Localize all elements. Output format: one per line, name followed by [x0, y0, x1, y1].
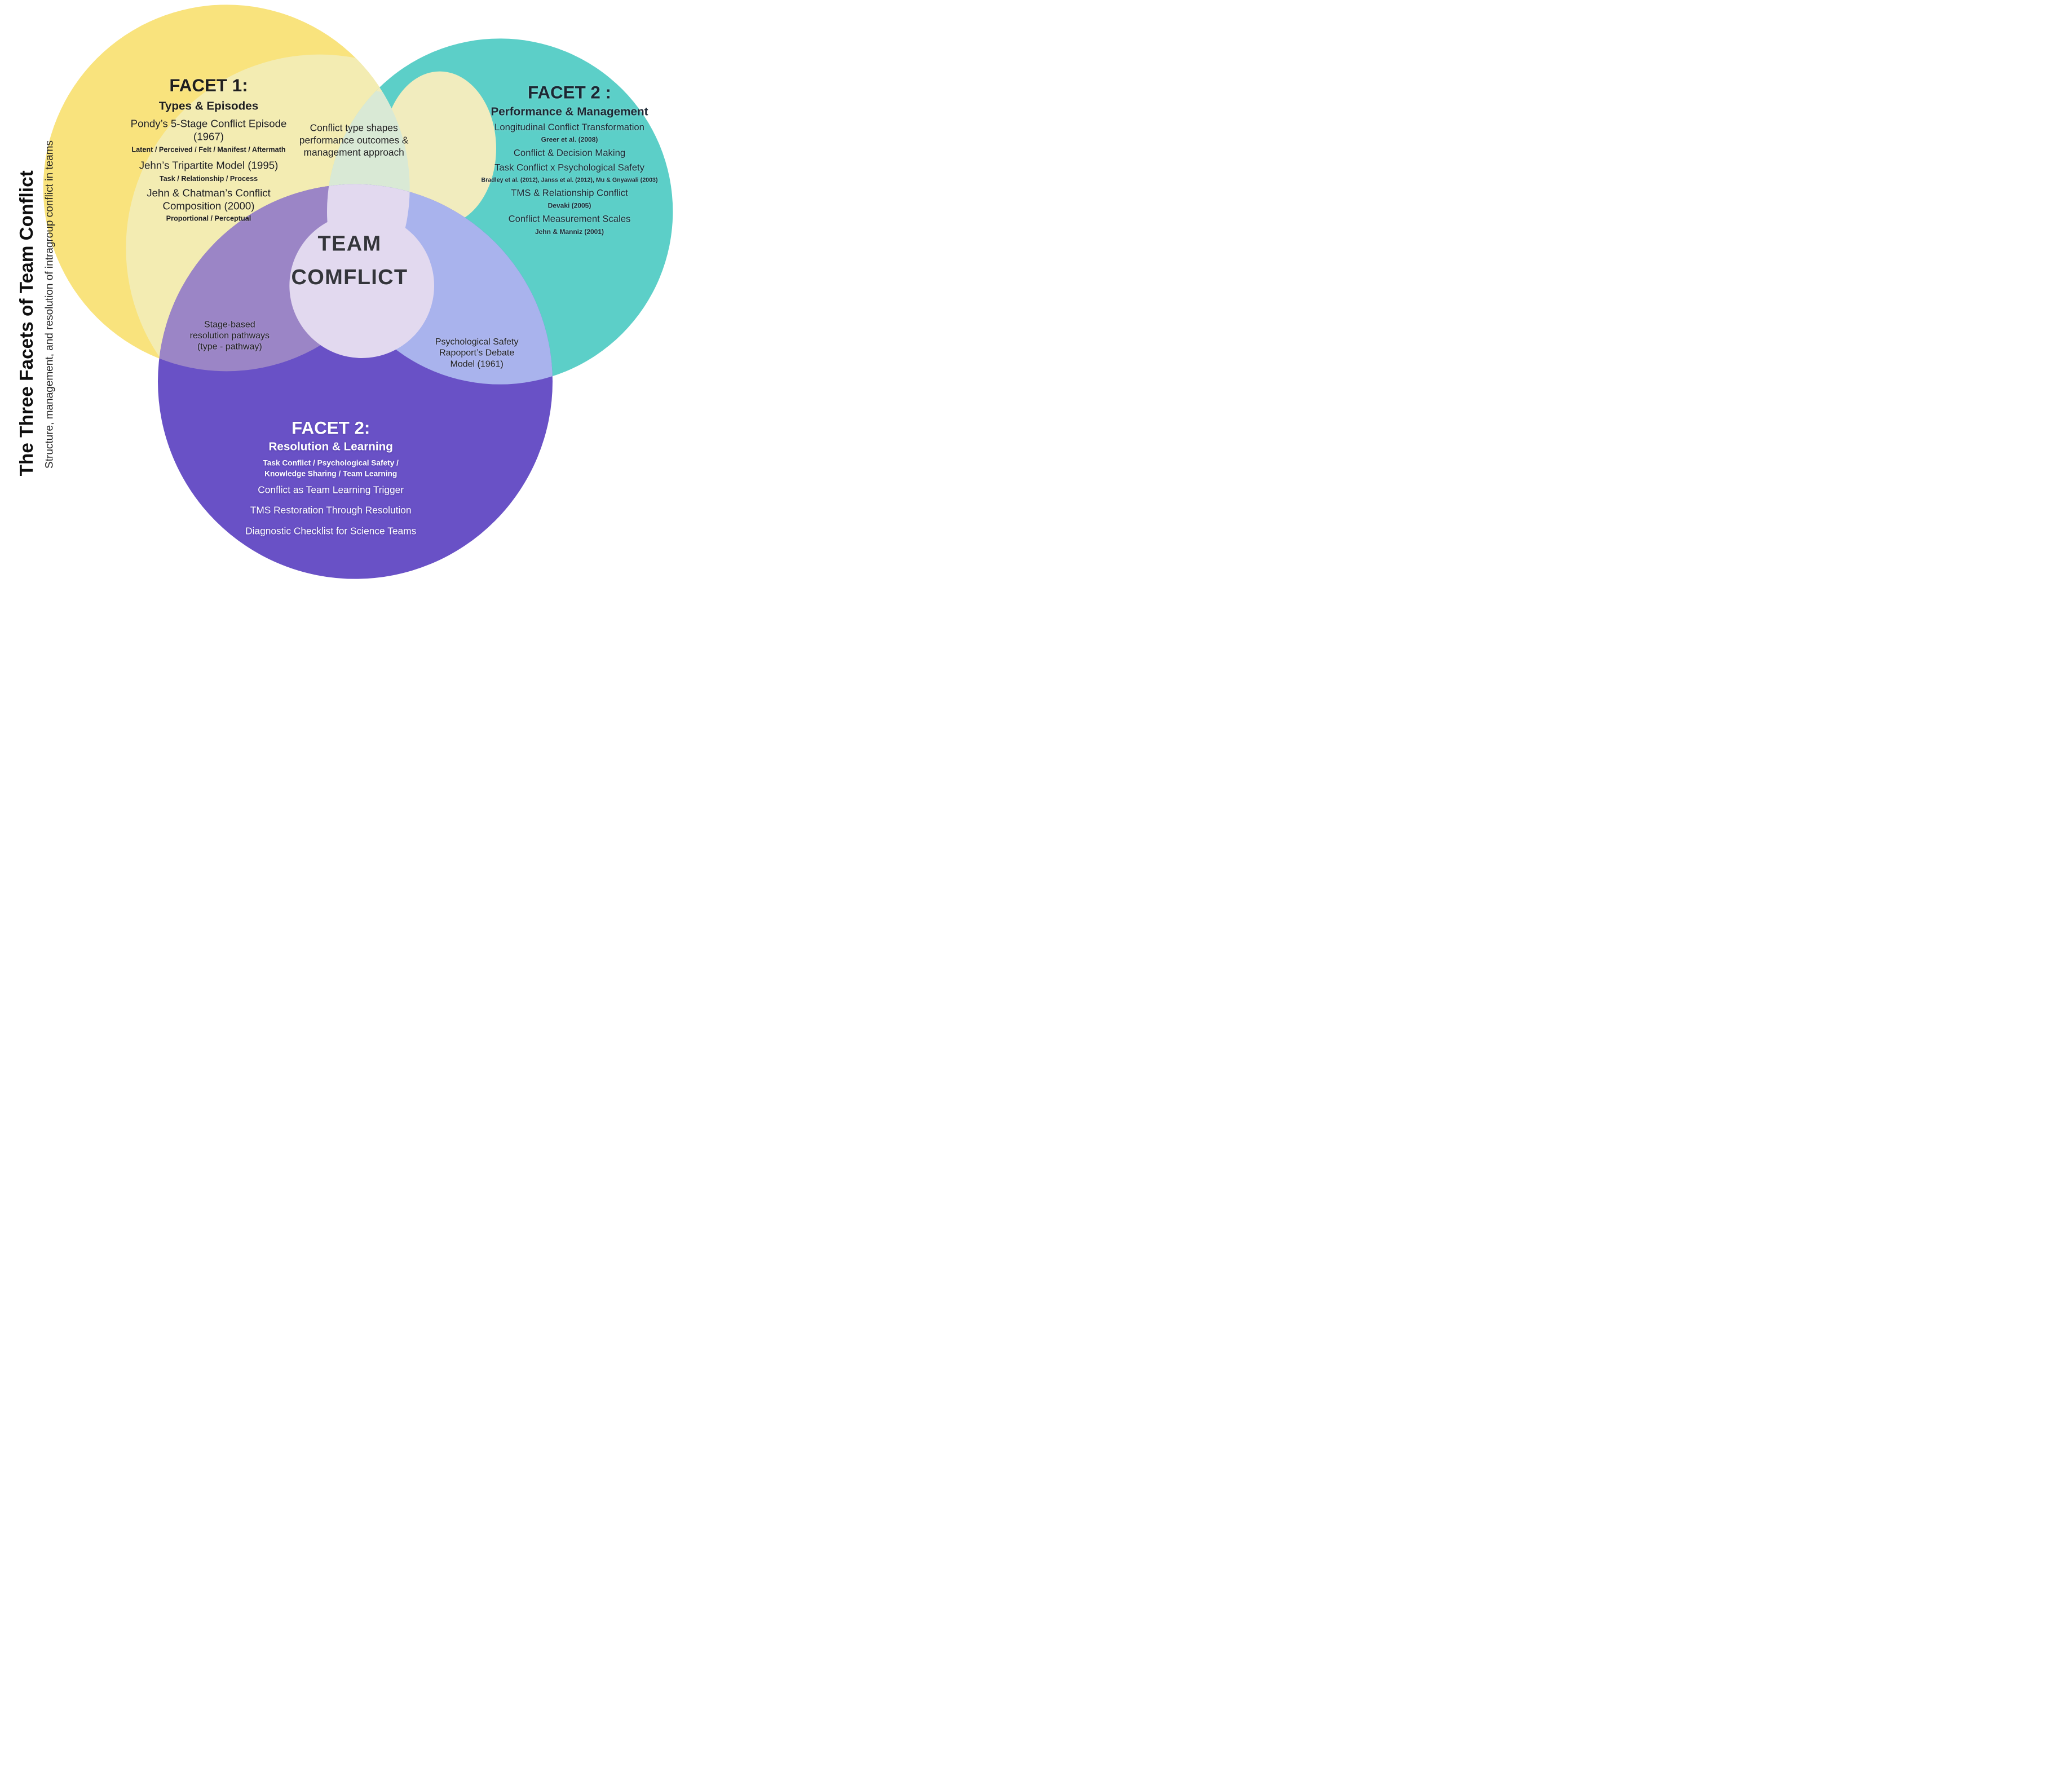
- page-title: The Three Facets of Team Conflict: [15, 170, 37, 476]
- facet1-item-pondy-year: (1967): [193, 130, 224, 143]
- facet3-keywords-line2: Knowledge Sharing / Team Learning: [264, 469, 398, 478]
- venn-diagram-canvas: The Three Facets of Team Conflict Struct…: [0, 0, 686, 598]
- overlap-left-line2: resolution pathways: [189, 330, 270, 341]
- overlap-top-line2: performance outcomes &: [299, 134, 409, 146]
- facet2-subheading: Performance & Management: [491, 105, 648, 118]
- facet1-item-pondy: Pondy’s 5-Stage Conflict Episode: [130, 117, 287, 130]
- overlap-right-line1: Psychological Safety: [435, 336, 519, 347]
- facet1-item-tripartite-types: Task / Relationship / Process: [159, 174, 258, 183]
- facet1-item-jehn-tripartite: Jehn’s Tripartite Model (1995): [139, 159, 279, 171]
- center-region-blob: [289, 213, 434, 358]
- facet1-heading: FACET 1:: [169, 75, 248, 95]
- overlap-top-line3: management approach: [303, 147, 404, 158]
- facet1-item-composition-types: Proportional / Perceptual: [166, 214, 251, 223]
- venn-diagram: [43, 5, 673, 579]
- overlap-left-line3: (type - pathway): [197, 341, 262, 352]
- facet2-item-task-psych-safety: Task Conflict x Psychological Safety: [494, 162, 644, 173]
- facet2-item-longitudinal: Longitudinal Conflict Transformation: [494, 121, 644, 133]
- facet2-cite-bradley: Bradley et al. (2012), Janss et al. (201…: [481, 176, 658, 183]
- facet2-cite-jehn-manniz: Jehn & Manniz (2001): [535, 227, 604, 236]
- facet1-item-jehn-chatman-2: Composition (2000): [162, 200, 255, 212]
- overlap-right-line3: Model (1961): [450, 359, 504, 369]
- facet3-subheading: Resolution & Learning: [268, 440, 393, 453]
- facet2-item-decision-making: Conflict & Decision Making: [513, 147, 626, 158]
- facet3-item-tms-restoration: TMS Restoration Through Resolution: [250, 505, 412, 516]
- facet1-item-jehn-chatman: Jehn & Chatman’s Conflict: [147, 187, 271, 199]
- types-performance-overlap-extension: [383, 71, 496, 226]
- facet3-item-diagnostic-checklist: Diagnostic Checklist for Science Teams: [245, 525, 417, 537]
- overlap-top-line1: Conflict type shapes: [310, 122, 398, 134]
- facet2-item-measurement-scales: Conflict Measurement Scales: [508, 213, 631, 224]
- facet3-item-learning-trigger: Conflict as Team Learning Trigger: [258, 484, 404, 496]
- center-label-comflict: COMFLICT: [291, 264, 408, 289]
- facet2-cite-greer: Greer et al. (2008): [541, 135, 598, 144]
- facet2-heading: FACET 2 :: [528, 82, 611, 103]
- overlap-right-line2: Rapoport’s Debate: [439, 347, 515, 358]
- facet1-item-pondy-stages: Latent / Perceived / Felt / Manifest / A…: [131, 145, 286, 154]
- facet3-heading: FACET 2:: [292, 417, 370, 438]
- facet2-cite-devaki: Devaki (2005): [547, 201, 591, 209]
- infographic-frame: The Three Facets of Team Conflict Struct…: [0, 0, 686, 598]
- facet3-keywords-line1: Task Conflict / Psychological Safety /: [263, 458, 399, 467]
- facet1-subheading: Types & Episodes: [158, 99, 259, 113]
- overlap-left-line1: Stage-based: [204, 319, 255, 329]
- facet2-item-tms-relationship: TMS & Relationship Conflict: [511, 187, 628, 198]
- center-label-team: TEAM: [317, 231, 382, 255]
- page-subtitle: Structure, management, and resolution of…: [43, 140, 55, 469]
